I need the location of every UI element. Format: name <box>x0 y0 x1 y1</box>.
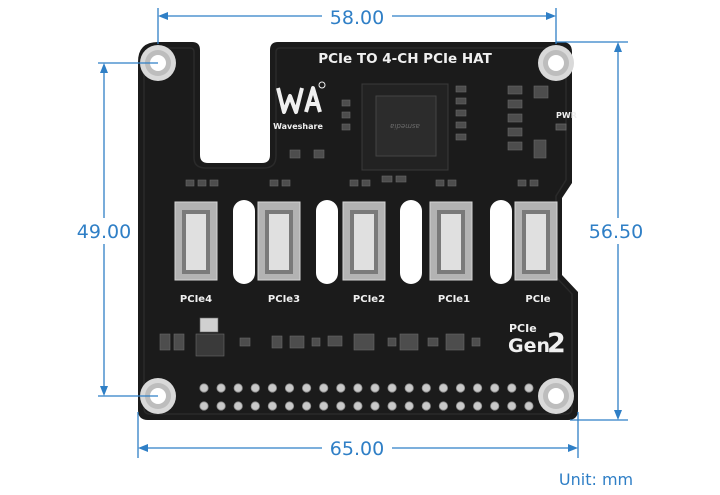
dim-left-height: 49.00 <box>77 221 131 243</box>
connector-label-pcie3: PCIe3 <box>268 294 300 305</box>
dim-bottom-width: 65.00 <box>330 438 384 460</box>
dim-top-width: 58.00 <box>330 7 384 29</box>
dim-bottom-bg <box>322 436 392 460</box>
gpio-pin <box>233 383 243 393</box>
board-slots <box>233 200 512 284</box>
gpio-pin <box>455 401 466 411</box>
passive-components-mid <box>185 179 539 187</box>
gpio-pin <box>370 383 380 393</box>
gpio-pin <box>387 401 397 411</box>
gpio-pin <box>353 383 363 393</box>
gpio-pin <box>216 383 226 393</box>
ffc-connector-pcie4 <box>174 201 218 281</box>
gpio-pin <box>490 401 500 411</box>
pwr-led <box>555 123 567 131</box>
gpio-pin <box>267 401 277 411</box>
gen-label-number: 2 <box>547 328 566 359</box>
passive-components-right <box>289 85 549 183</box>
gpio-pin <box>199 383 209 393</box>
gpio-pin <box>319 401 329 411</box>
gpio-pin <box>250 401 260 411</box>
gpio-pin <box>421 383 431 393</box>
dim-right-height: 56.50 <box>589 221 643 243</box>
gpio-pin <box>267 383 277 393</box>
gpio-pin <box>319 383 329 393</box>
gpio-pin <box>301 401 312 411</box>
gen-label-big: Gen <box>508 335 550 357</box>
ffc-connector-pcie2 <box>342 201 386 281</box>
gpio-pin <box>524 401 534 411</box>
brand-label: Waveshare <box>273 122 323 131</box>
board-title: PCIe TO 4-CH PCIe HAT <box>318 51 492 67</box>
pwr-label: PWR <box>556 111 577 120</box>
gen-label-small: PCIe <box>509 322 537 335</box>
gpio-pin <box>336 383 346 393</box>
ffc-connector-pcie3 <box>257 201 301 281</box>
gpio-pin <box>472 383 483 393</box>
passive-components-bottom <box>159 317 481 357</box>
ffc-connector-pcie <box>514 201 558 281</box>
gpio-pin <box>216 401 226 411</box>
gpio-pin <box>507 383 517 393</box>
dim-right-bg <box>584 218 654 244</box>
connector-label-pcie2: PCIe2 <box>353 294 385 305</box>
mounting-hole-bottom-right <box>538 378 574 414</box>
gpio-pin <box>490 383 500 393</box>
gpio-pin <box>284 383 295 393</box>
ffc-connector-pcie1 <box>429 201 473 281</box>
gpio-pin <box>421 401 431 411</box>
gpio-pin <box>250 383 260 393</box>
gpio-pin <box>438 401 448 411</box>
gpio-pin <box>472 401 483 411</box>
gpio-pin <box>199 401 209 411</box>
chip-marking: asmedia <box>390 122 420 130</box>
dim-top-bg <box>322 5 392 29</box>
gpio-pin <box>524 383 534 393</box>
gpio-pin <box>404 401 414 411</box>
gpio-pin <box>284 401 295 411</box>
gpio-pin <box>233 401 243 411</box>
pcie-switch-chip <box>361 83 449 171</box>
connector-label-pcie4: PCIe4 <box>180 294 212 305</box>
gpio-pin <box>301 383 312 393</box>
gpio-pin <box>370 401 380 411</box>
connector-label-pcie1: PCIe1 <box>438 294 470 305</box>
waveshare-logo <box>276 81 326 114</box>
dim-left-bg <box>72 218 136 244</box>
gpio-pin <box>387 383 397 393</box>
gpio-pin <box>507 401 517 411</box>
unit-note: Unit: mm <box>559 470 633 489</box>
connector-label-pcie: PCIe <box>525 294 550 305</box>
mounting-hole-top-right <box>538 45 574 81</box>
gpio-pin <box>353 401 363 411</box>
gpio-pin <box>455 383 466 393</box>
gpio-pin <box>336 401 346 411</box>
gpio-pin <box>438 383 448 393</box>
gpio-pin <box>404 383 414 393</box>
gpio-pin-header <box>199 383 534 411</box>
